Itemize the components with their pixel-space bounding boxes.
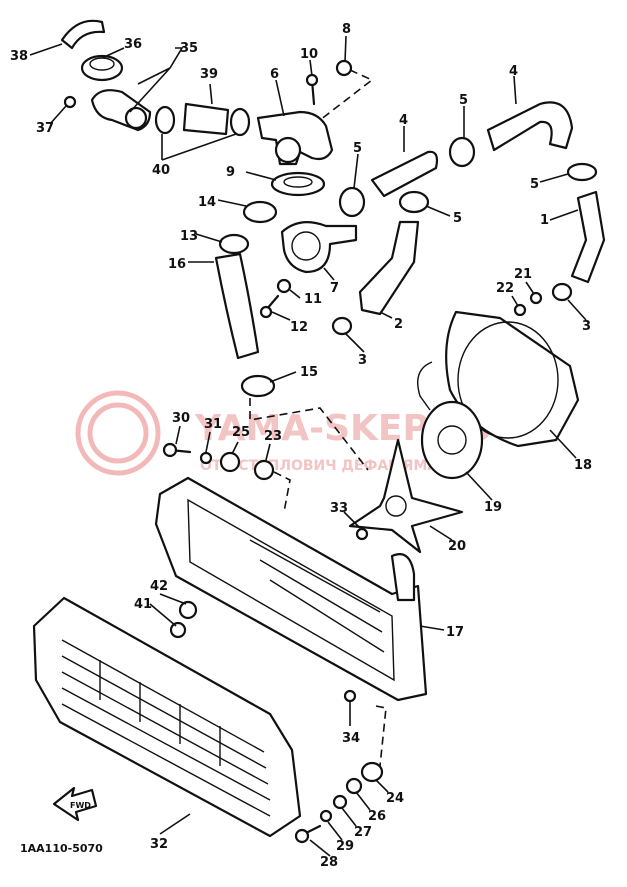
callout-1: 1 xyxy=(540,213,549,228)
callout-30: 30 xyxy=(172,411,190,426)
part-37-bolt xyxy=(63,95,77,109)
callout-29: 29 xyxy=(336,839,354,854)
part-3-o-rings xyxy=(331,282,573,336)
callout-3-right: 3 xyxy=(582,319,591,334)
callout-38: 38 xyxy=(10,49,28,64)
part-12-bolt xyxy=(259,294,280,319)
part-35-filler-neck xyxy=(90,89,152,132)
callout-3-left: 3 xyxy=(358,353,367,368)
part-14-clamp xyxy=(242,200,278,224)
watermark-logo-inner xyxy=(87,402,149,464)
part-38-clip xyxy=(60,19,106,50)
callout-10: 10 xyxy=(300,47,318,62)
callout-25: 25 xyxy=(232,425,250,440)
part-36-cap xyxy=(80,54,124,82)
part-11-gasket xyxy=(276,278,292,294)
callout-20: 20 xyxy=(448,539,466,554)
callout-6: 6 xyxy=(270,67,279,82)
callout-5-c: 5 xyxy=(453,211,462,226)
callout-12: 12 xyxy=(290,320,308,335)
part-19-fan-motor xyxy=(417,361,484,480)
callout-34: 34 xyxy=(342,731,360,746)
callout-labels: 1 2 3 3 4 4 5 5 5 5 6 7 8 9 10 11 12 13 … xyxy=(10,22,592,870)
callout-17: 17 xyxy=(446,625,464,640)
callout-22: 22 xyxy=(496,281,514,296)
part-7-thermostat-cover xyxy=(280,221,358,274)
part-23-25-grommets xyxy=(219,451,275,481)
callout-23: 23 xyxy=(264,429,282,444)
part-21-22-bolts xyxy=(513,291,543,317)
part-10-bolt xyxy=(305,73,319,106)
part-39-hose xyxy=(182,102,230,136)
callout-4-left: 4 xyxy=(399,113,408,128)
callout-32: 32 xyxy=(150,837,168,852)
callout-27: 27 xyxy=(354,825,372,840)
callout-8: 8 xyxy=(342,22,351,37)
part-24-29-hardware xyxy=(294,761,384,844)
part-41-42-grommets xyxy=(169,600,198,639)
callout-7: 7 xyxy=(330,281,339,296)
part-17-radiator xyxy=(154,476,428,702)
fwd-arrow-icon: FWD xyxy=(52,786,98,822)
callout-28: 28 xyxy=(320,855,338,870)
callout-40: 40 xyxy=(152,163,170,178)
part-8-bolt xyxy=(335,59,353,77)
callout-13: 13 xyxy=(180,229,198,244)
callout-16: 16 xyxy=(168,257,186,272)
part-4-hose-upper xyxy=(370,101,574,198)
drawing-code: 1AA110-5070 xyxy=(20,842,103,855)
callout-42: 42 xyxy=(150,579,168,594)
fwd-label: FWD xyxy=(70,801,91,810)
part-6-thermostat-housing xyxy=(256,110,334,166)
callout-35: 35 xyxy=(180,41,198,56)
callout-9: 9 xyxy=(226,165,235,180)
part-15-clamp xyxy=(240,374,276,398)
callout-5-a: 5 xyxy=(459,93,468,108)
part-33-34-bolts xyxy=(343,527,369,703)
part-20-fan-blade xyxy=(348,438,464,554)
callout-37: 37 xyxy=(36,121,54,136)
part-1-pipe xyxy=(570,190,606,284)
callout-18: 18 xyxy=(574,458,592,473)
leader-lines xyxy=(29,35,587,857)
callout-36: 36 xyxy=(124,37,142,52)
part-32-radiator-cover xyxy=(32,596,302,838)
watermark-logo-icon xyxy=(75,390,161,476)
callout-33: 33 xyxy=(330,501,348,516)
callout-2: 2 xyxy=(394,317,403,332)
part-30-31-bolts xyxy=(162,442,213,465)
callout-5-d: 5 xyxy=(530,177,539,192)
callout-4-right: 4 xyxy=(509,64,518,79)
callout-19: 19 xyxy=(484,500,502,515)
callout-14: 14 xyxy=(198,195,216,210)
callout-39: 39 xyxy=(200,67,218,82)
part-13-16-hose xyxy=(214,233,260,360)
part-2-pipe xyxy=(358,220,420,316)
part-40-clamps xyxy=(154,105,251,137)
callout-41: 41 xyxy=(134,597,152,612)
callout-31: 31 xyxy=(204,417,222,432)
callout-11: 11 xyxy=(304,292,322,307)
callout-24: 24 xyxy=(386,791,404,806)
callout-15: 15 xyxy=(300,365,318,380)
part-5-clamps xyxy=(338,136,598,218)
callout-5-b: 5 xyxy=(353,141,362,156)
callout-26: 26 xyxy=(368,809,386,824)
part-9-thermostat xyxy=(270,171,326,197)
callout-21: 21 xyxy=(514,267,532,282)
